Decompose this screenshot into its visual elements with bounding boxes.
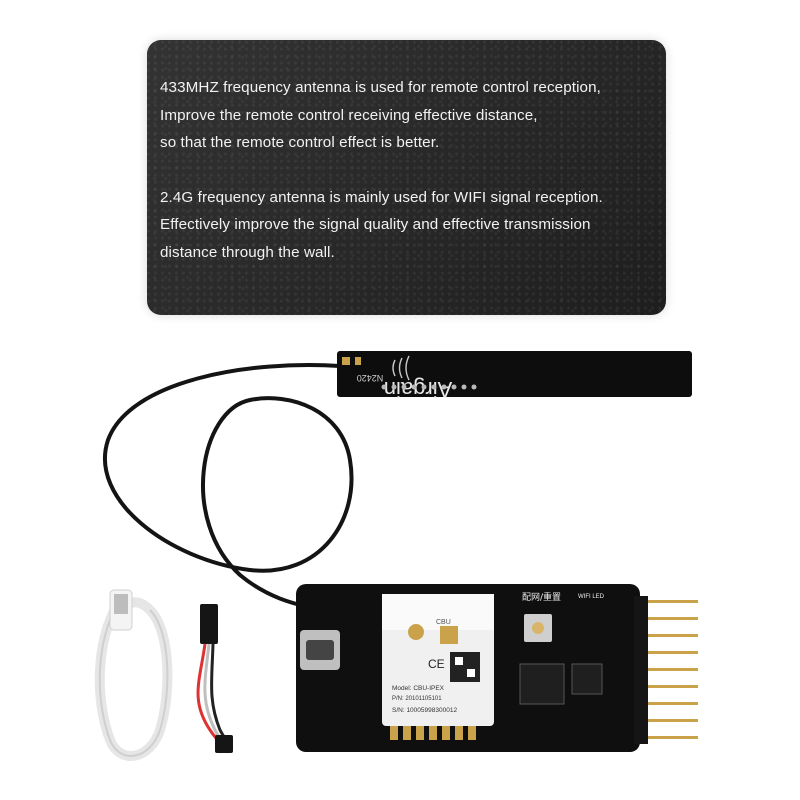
wifi-led-label: WIFI LED: [578, 594, 605, 600]
jumper-wires: [196, 604, 233, 753]
module-serial: S/N: 10005998300012: [392, 707, 457, 714]
module-model: Model: CBU-IPEX: [392, 685, 445, 692]
caption-line: Effectively improve the signal quality a…: [160, 216, 591, 233]
caption-line: 2.4G frequency antenna is mainly used fo…: [160, 188, 603, 206]
reset-button-label: 配网/重置: [522, 591, 561, 603]
caption-card: 433MHZ frequency antenna is used for rem…: [147, 40, 666, 315]
antenna-cable: [103, 362, 410, 634]
module-board: CBU CE Model: CBU-IPEX P/N: 20101105101 …: [296, 584, 698, 752]
caption-paragraph-2-4g: 2.4G frequency antenna is mainly used fo…: [160, 184, 670, 267]
caption-line: Improve the remote control receiving eff…: [160, 106, 538, 124]
usb-cable: [94, 589, 173, 761]
caption-line: 433MHZ frequency antenna is used for rem…: [160, 79, 601, 96]
caption-line: distance through the wall.: [160, 243, 335, 261]
pcb-antenna: Airgain N2420: [337, 351, 692, 402]
caption-paragraph-433mhz: 433MHZ frequency antenna is used for rem…: [160, 74, 670, 157]
product-photo: Airgain N2420 CBU CE: [94, 351, 698, 761]
antenna-model: N2420: [357, 373, 384, 383]
antenna-brand: Airgain: [384, 377, 452, 402]
module-chip-label: CBU: [436, 619, 451, 626]
caption-line: so that the remote control effect is bet…: [160, 134, 440, 151]
caption-text: 433MHZ frequency antenna is used for rem…: [160, 74, 670, 266]
ce-mark: CE: [428, 657, 445, 671]
module-part-number: P/N: 20101105101: [392, 696, 442, 702]
